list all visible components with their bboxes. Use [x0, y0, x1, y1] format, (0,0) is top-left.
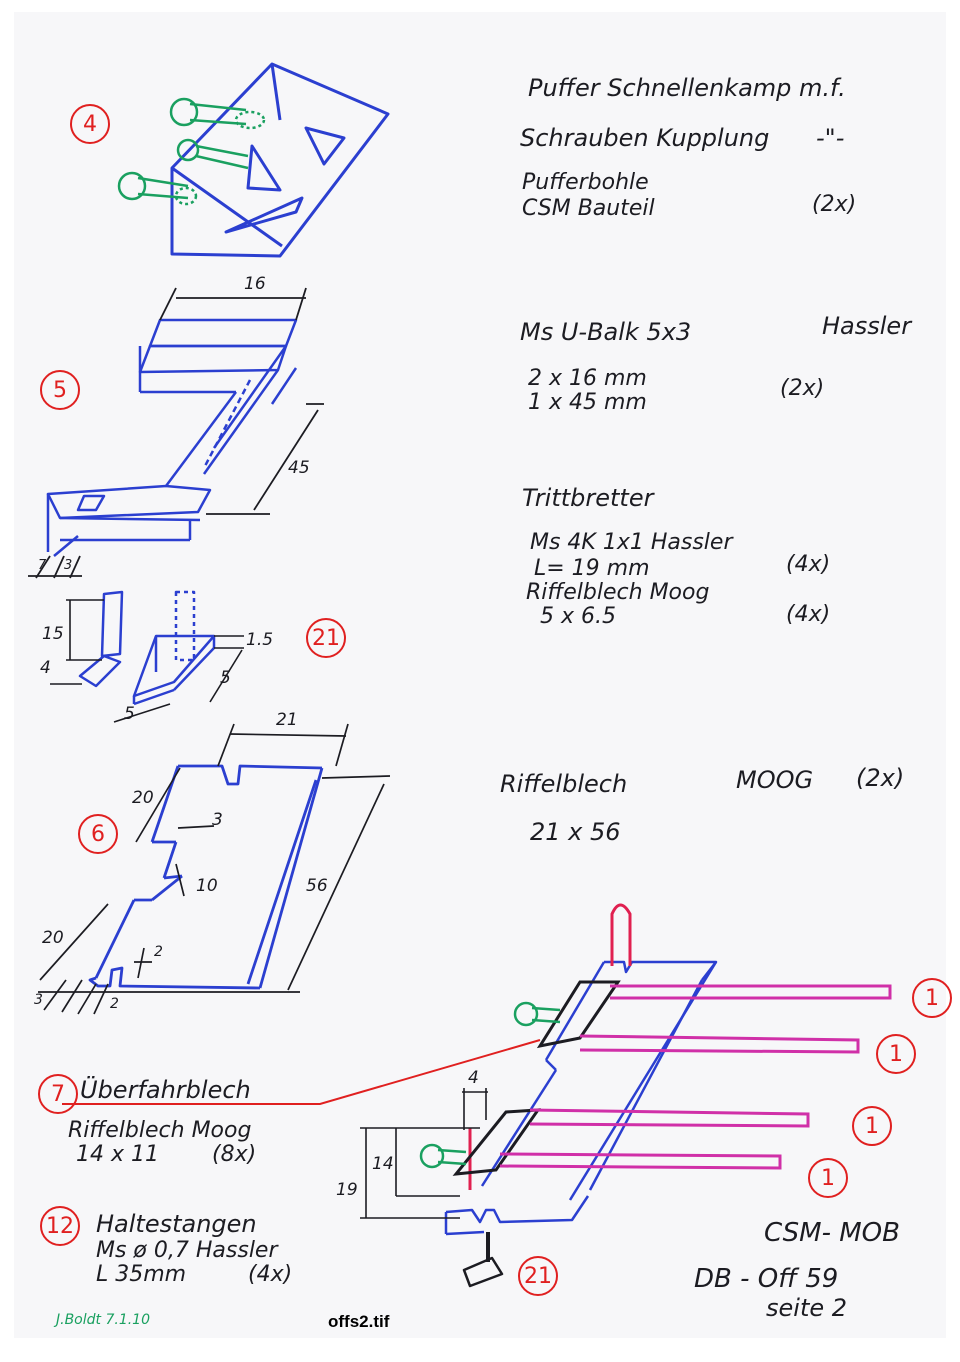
- dim-2-small: 2: [154, 944, 163, 960]
- dim-45: 45: [288, 458, 310, 478]
- trittbretter-line4: 5 x 6.5: [540, 604, 616, 629]
- dim-assembly-14: 14: [372, 1154, 394, 1174]
- dim-20-bottom: 20: [42, 928, 64, 948]
- item12-qty: (4x): [248, 1262, 293, 1287]
- trittbretter-line3: Riffelblech Moog: [526, 580, 710, 605]
- dim-15: 15: [42, 624, 64, 644]
- assembly-couplings-green: [419, 1001, 561, 1169]
- item5-supplier: Hassler: [822, 312, 912, 340]
- file-name: offs2.tif: [328, 1312, 390, 1331]
- step-pieces-drawing: [78, 590, 216, 706]
- dim-56: 56: [306, 876, 328, 896]
- dim-16: 16: [244, 274, 266, 294]
- trittbretter-qty1: (4x): [786, 552, 831, 577]
- item5-size1: 2 x 16 mm: [528, 366, 647, 391]
- item6-supplier: MOOG: [736, 766, 814, 794]
- trittbretter-line1: Ms 4K 1x1 Hassler: [530, 530, 733, 555]
- item-number-7: 7: [38, 1074, 78, 1114]
- chequer-plate-dimension-lines: [38, 723, 391, 1015]
- item7-qty: (8x): [212, 1142, 257, 1167]
- assembly-dimension-lines: [360, 1088, 488, 1219]
- buffer-beam-drawing: [170, 62, 390, 258]
- dim-assembly-4: 4: [468, 1068, 479, 1088]
- item12-line2: L 35mm: [96, 1262, 187, 1287]
- assembly-top-loop: [468, 903, 632, 1190]
- u-beam-dimension-lines: [28, 287, 324, 579]
- dim-3-bottom: 3: [34, 992, 43, 1008]
- trittbretter-qty2: (4x): [786, 602, 831, 627]
- dim-20-top: 20: [132, 788, 154, 808]
- paper-sheet: [14, 12, 946, 1338]
- dim-5b: 5: [124, 704, 135, 724]
- assembly-grab-rails: [499, 984, 892, 1170]
- dim-5a: 5: [220, 668, 231, 688]
- dim-1-5: 1.5: [246, 630, 274, 650]
- trittbretter-title: Trittbretter: [522, 484, 654, 512]
- dim-2-bottom: 2: [110, 996, 119, 1012]
- dim-4: 4: [40, 658, 51, 678]
- header-line2: Schrauben Kupplung: [520, 124, 770, 152]
- dim-assembly-19: 19: [336, 1180, 358, 1200]
- rail-label-1d: 1: [808, 1158, 848, 1198]
- header-ditto: -"-: [816, 124, 845, 152]
- dim-10: 10: [196, 876, 218, 896]
- item6-size: 21 x 56: [530, 818, 621, 846]
- trittbretter-line2: L= 19 mm: [534, 556, 650, 581]
- item7-line1: Riffelblech Moog: [68, 1118, 252, 1143]
- rail-label-1b: 1: [876, 1034, 916, 1074]
- item4-desc1: Pufferbohle: [522, 170, 649, 195]
- item-number-5: 5: [40, 370, 80, 410]
- item7-title: Überfahrblech: [80, 1076, 251, 1104]
- coupling-green-drawing: [117, 97, 266, 206]
- item12-title: Haltestangen: [96, 1210, 257, 1238]
- assembly-drawing: [444, 960, 718, 1288]
- footer-title: CSM- MOB: [764, 1218, 900, 1248]
- dim-notch-3: 3: [212, 810, 223, 830]
- rail-label-1a: 1: [912, 978, 952, 1018]
- step-pieces-dimension-lines: [50, 599, 244, 723]
- item7-line2: 14 x 11: [76, 1142, 159, 1167]
- item6-qty: (2x): [856, 764, 905, 792]
- item4-desc2: CSM Bauteil: [522, 196, 655, 221]
- footer-ref: DB - Off 59: [694, 1264, 839, 1294]
- u-beam-drawing: [46, 318, 298, 557]
- foot-number-21: 21: [518, 1256, 558, 1296]
- leader-line-red: [62, 1039, 541, 1105]
- item-number-21: 21: [306, 618, 346, 658]
- item-number-12: 12: [40, 1206, 80, 1246]
- item4-qty: (2x): [812, 192, 857, 217]
- dim-7: 7: [38, 558, 47, 573]
- item-number-4: 4: [70, 104, 110, 144]
- item12-line1: Ms ø 0,7 Hassler: [96, 1238, 278, 1263]
- item5-desc1: Ms U-Balk 5x3: [520, 318, 692, 346]
- chequer-plate-drawing: [88, 764, 324, 990]
- header-line1: Puffer Schnellenkamp m.f.: [528, 74, 846, 102]
- item5-size2: 1 x 45 mm: [528, 390, 647, 415]
- author-credit: J.Boldt 7.1.10: [56, 1312, 150, 1328]
- dim-21: 21: [276, 710, 298, 730]
- rail-label-1c: 1: [852, 1106, 892, 1146]
- item-number-6: 6: [78, 814, 118, 854]
- item5-qty: (2x): [780, 376, 825, 401]
- dim-3: 3: [64, 558, 73, 573]
- footer-page: seite 2: [766, 1294, 848, 1322]
- item6-title: Riffelblech: [500, 770, 628, 798]
- assembly-steps-black: [452, 980, 621, 1176]
